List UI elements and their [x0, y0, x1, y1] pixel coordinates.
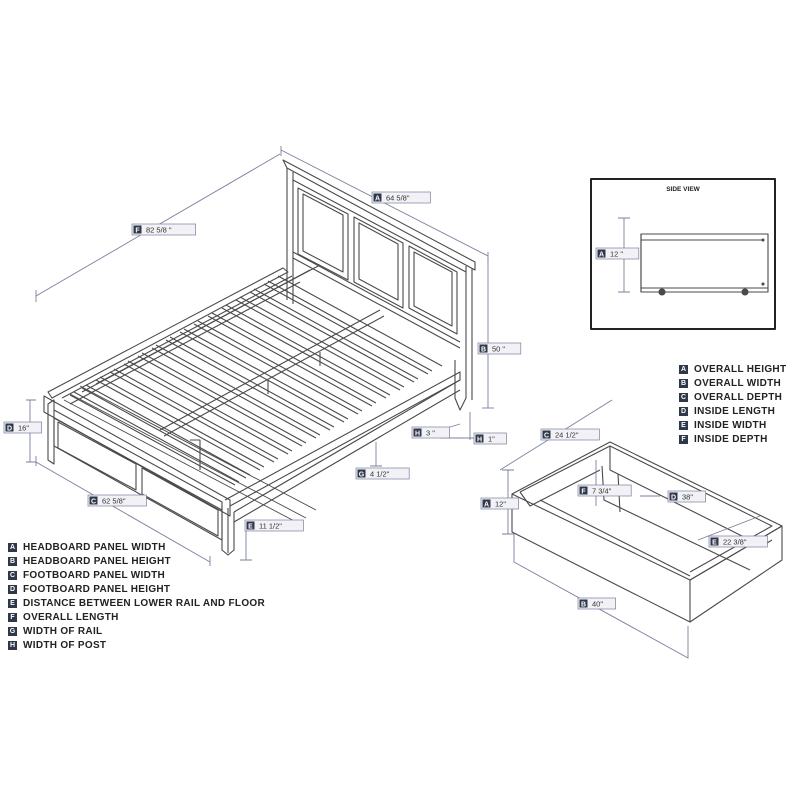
callout-key: C: [544, 433, 549, 440]
legend-label: INSIDE WIDTH: [694, 419, 767, 431]
callout-value: 38": [682, 493, 693, 502]
bed-dimension-callout: B 50 ": [477, 342, 522, 355]
legend-key: A: [8, 542, 17, 552]
legend-label: HEADBOARD PANEL HEIGHT: [23, 555, 171, 567]
drawer-legend-item: D INSIDE LENGTH: [679, 404, 786, 418]
callout-value: 4 1/2": [370, 470, 390, 479]
drawer-dimension-callout: D 38": [667, 490, 706, 503]
legend-key: F: [679, 434, 688, 444]
side-view-title: SIDE VIEW: [666, 186, 700, 193]
drawer-drawing: [511, 441, 783, 623]
legend-key: B: [679, 378, 688, 388]
bed-dimension-callout: D 16": [3, 421, 42, 434]
legend-key: D: [8, 584, 17, 594]
bed-dimension-callout: E 11 1/2": [244, 519, 304, 532]
legend-key: F: [8, 612, 17, 622]
bed-dimension-callout: A 64 5/8": [371, 191, 431, 204]
legend-label: INSIDE LENGTH: [694, 405, 776, 417]
bed-legend-item: F OVERALL LENGTH: [8, 610, 265, 624]
callout-key: E: [712, 540, 717, 547]
callout-value: 12 ": [610, 250, 623, 259]
bed-legend: A HEADBOARD PANEL WIDTH B HEADBOARD PANEL H…: [8, 540, 265, 652]
legend-label: FOOTBOARD PANEL WIDTH: [23, 569, 166, 581]
legend-label: HEADBOARD PANEL WIDTH: [23, 541, 166, 553]
drawer-dimension-callout: E 22 3/8": [708, 535, 768, 548]
drawer-legend-item: E INSIDE WIDTH: [679, 418, 786, 432]
bed-legend-item: H WIDTH OF POST: [8, 638, 265, 652]
callout-key: C: [91, 499, 96, 506]
bed-dimension-callout: C 62 5/8": [87, 494, 147, 507]
side-view-frame: [590, 178, 776, 330]
legend-label: OVERALL WIDTH: [694, 377, 782, 389]
bed-legend-item: D FOOTBOARD PANEL HEIGHT: [8, 582, 265, 596]
callout-key: E: [248, 524, 253, 531]
bed-legend-item: G WIDTH OF RAIL: [8, 624, 265, 638]
legend-label: WIDTH OF RAIL: [23, 625, 103, 637]
legend-key: C: [679, 392, 688, 402]
callout-key: D: [671, 495, 676, 502]
callout-value: 22 3/8": [723, 538, 747, 547]
bed-drawing: [43, 159, 476, 556]
legend-key: A: [679, 364, 688, 374]
callout-value: 11 1/2": [259, 522, 282, 531]
drawer-legend-item: B OVERALL WIDTH: [679, 376, 786, 390]
bed-dimension-callout: H 3 ": [411, 426, 450, 439]
legend-label: FOOTBOARD PANEL HEIGHT: [23, 583, 171, 595]
bed-legend-item: A HEADBOARD PANEL WIDTH: [8, 540, 265, 554]
bed-dimension-callout: F 82 5/8 ": [131, 223, 196, 236]
drawer-legend-item: F INSIDE DEPTH: [679, 432, 786, 446]
callout-value: 64 5/8": [386, 194, 410, 203]
drawer-dimension-callout: B 40": [577, 597, 616, 610]
side-view-dimension-callout: A 12 ": [595, 247, 640, 260]
callout-value: 16": [18, 424, 29, 433]
callout-value: 12": [495, 500, 506, 509]
drawer-dimension-callout: C 24 1/2": [540, 428, 600, 441]
legend-key: D: [679, 406, 688, 416]
legend-key: G: [8, 626, 17, 636]
drawer-dimension-callout: F 7 3/4": [577, 484, 632, 497]
callout-key: D: [7, 426, 12, 433]
callout-key: A: [484, 502, 489, 509]
legend-key: E: [679, 420, 688, 430]
callout-key: B: [481, 347, 486, 354]
legend-label: INSIDE DEPTH: [694, 433, 768, 445]
callout-key: H: [415, 431, 420, 438]
callout-value: 3 ": [426, 429, 435, 438]
drawer-legend-item: A OVERALL HEIGHT: [679, 362, 786, 376]
legend-label: OVERALL DEPTH: [694, 391, 783, 403]
legend-key: H: [8, 640, 17, 650]
drawer-dimension-callout: A 12": [480, 497, 519, 510]
legend-label: OVERALL HEIGHT: [694, 363, 787, 375]
callout-key: F: [135, 228, 140, 235]
bed-legend-item: E DISTANCE BETWEEN LOWER RAIL AND FLOOR: [8, 596, 265, 610]
legend-key: C: [8, 570, 17, 580]
callout-key: G: [359, 472, 365, 479]
legend-key: B: [8, 556, 17, 566]
callout-value: 1": [488, 435, 495, 444]
drawer-legend-item: C OVERALL DEPTH: [679, 390, 786, 404]
legend-key: E: [8, 598, 17, 608]
callout-value: 40": [592, 600, 603, 609]
callout-key: H: [477, 437, 482, 444]
callout-value: 7 3/4": [592, 487, 612, 496]
callout-value: 62 5/8": [102, 497, 126, 506]
callout-key: A: [599, 252, 604, 259]
legend-label: WIDTH OF POST: [23, 639, 107, 651]
callout-value: 50 ": [492, 345, 505, 354]
bed-dimension-callout: H 1": [473, 432, 507, 445]
callout-key: F: [581, 489, 586, 496]
bed-legend-item: B HEADBOARD PANEL HEIGHT: [8, 554, 265, 568]
side-view-drawing: [640, 233, 769, 296]
callout-value: 24 1/2": [555, 431, 579, 440]
legend-label: DISTANCE BETWEEN LOWER RAIL AND FLOOR: [23, 597, 266, 609]
callout-value: 82 5/8 ": [146, 226, 172, 235]
bed-dimension-callout: G 4 1/2": [355, 467, 410, 480]
drawer-legend: A OVERALL HEIGHT B OVERALL WIDTH C OVERALL DE…: [679, 362, 786, 446]
bed-legend-item: C FOOTBOARD PANEL WIDTH: [8, 568, 265, 582]
legend-label: OVERALL LENGTH: [23, 611, 119, 623]
callout-key: B: [581, 602, 586, 609]
callout-key: A: [375, 196, 380, 203]
